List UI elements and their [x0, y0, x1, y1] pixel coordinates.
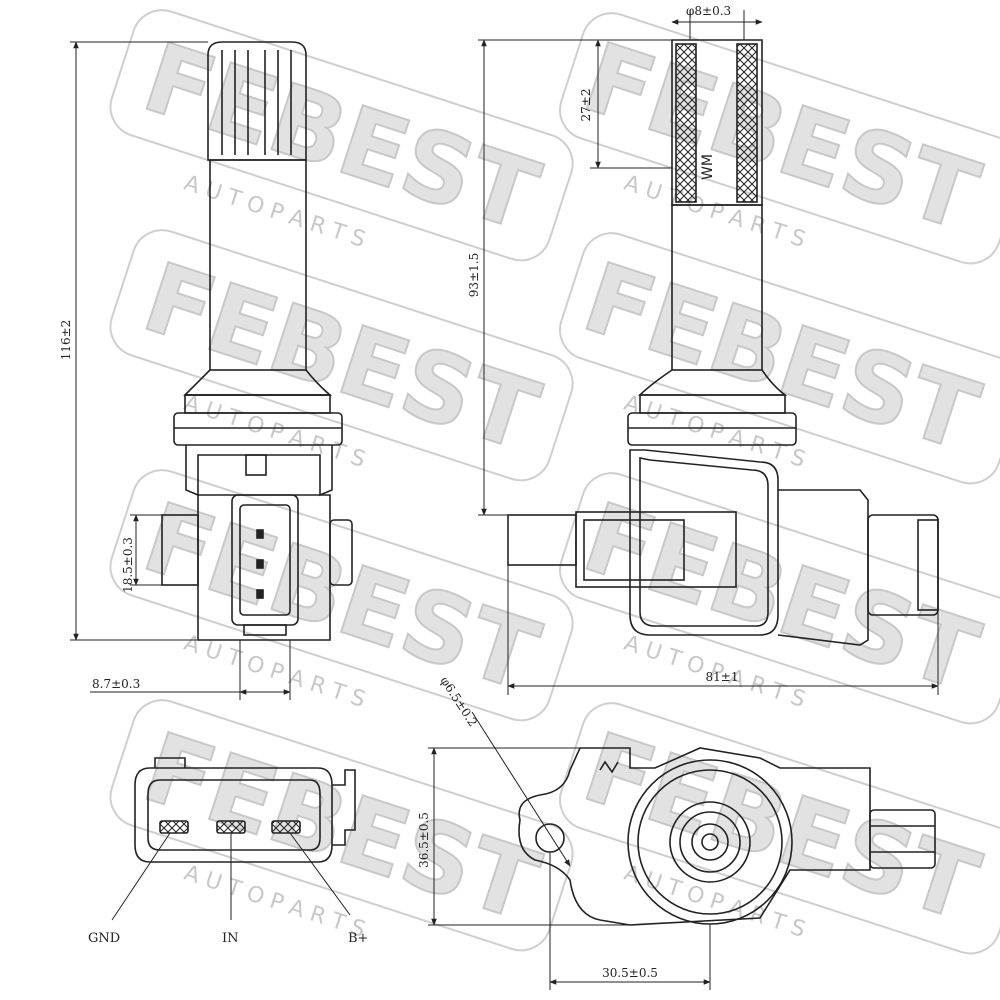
total-height-label: 116±2: [59, 320, 73, 361]
pin-bplus-label: B+: [348, 931, 368, 946]
top-view-dimensions: [428, 711, 711, 990]
watermark-brand-1: FEBEST: [131, 21, 550, 253]
front-view: [161, 41, 353, 641]
watermark-brand-5: FEBEST: [131, 481, 550, 713]
watermark-brand-6: FEBEST: [571, 481, 990, 713]
svg-text:WM: WM: [700, 154, 716, 180]
side-view-dimensions: [478, 10, 939, 695]
total-width-label: 81±1: [706, 670, 739, 684]
pin-leader-lines: [111, 832, 351, 921]
side-view: WM: [507, 39, 939, 646]
tip-length-label: 27±2: [579, 89, 593, 122]
body-height-label: 93±1.5: [467, 253, 481, 297]
hole-offset-label: 30.5±0.5: [602, 966, 658, 980]
connector-face-view: [134, 757, 356, 863]
tip-diameter-label: φ8±0.3: [686, 4, 731, 18]
pin-gnd-label: GND: [88, 931, 120, 946]
connector-width-label: 8.7±0.3: [92, 677, 140, 691]
watermark-brand-7: FEBEST: [131, 711, 550, 943]
watermark-brand-3: FEBEST: [131, 241, 550, 473]
watermark-brand-4: FEBEST: [571, 241, 990, 473]
connector-height-label: 18.5±0.3: [121, 537, 135, 593]
pin-in-label: IN: [222, 931, 239, 946]
watermark-brand-2: FEBEST: [571, 21, 990, 253]
front-view-dimensions: [70, 41, 291, 700]
flange-height-label: 36.5±0.5: [417, 812, 431, 868]
